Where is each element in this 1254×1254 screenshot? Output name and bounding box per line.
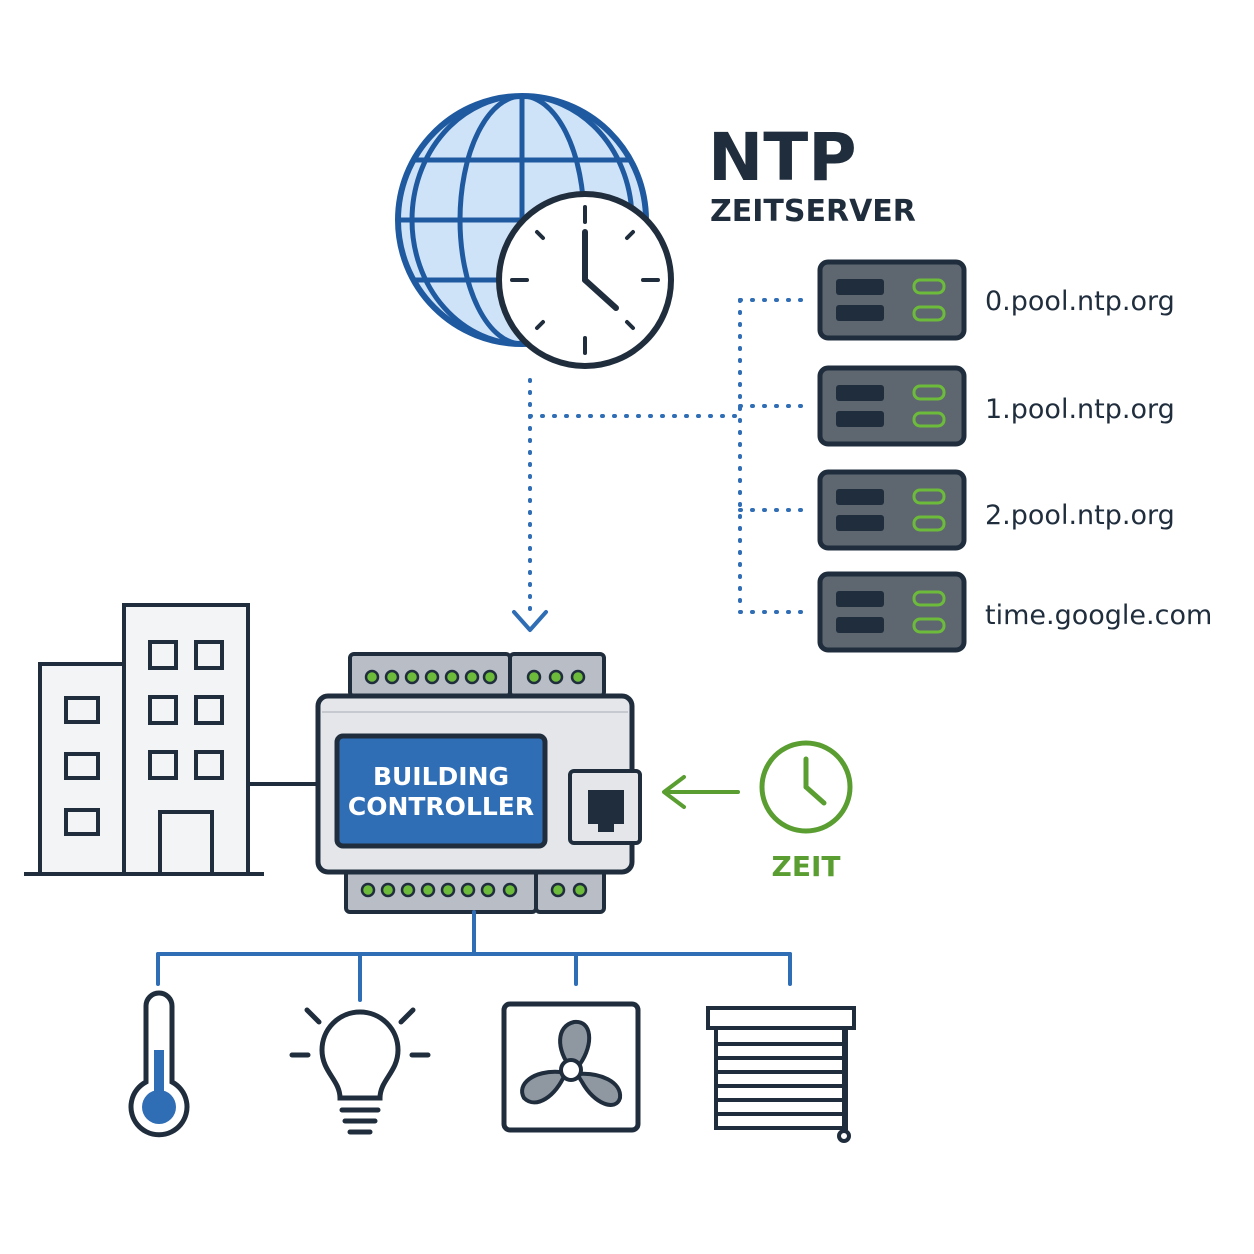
building-icon <box>24 603 264 876</box>
light-bulb-icon <box>289 1007 431 1135</box>
zeit-label: ZEIT <box>772 850 841 883</box>
controller-display <box>334 733 548 849</box>
roller-shutter-icon <box>706 1006 856 1143</box>
server-label: 2.pool.ntp.org <box>985 500 1175 531</box>
time-source: ZEIT <box>662 740 853 883</box>
server-3: time.google.com <box>817 571 1212 653</box>
server-0: 0.pool.ntp.org <box>817 259 1175 341</box>
controller-label-line1: BUILDING <box>373 762 509 791</box>
server-list: 0.pool.ntp.org 1.pool.ntp.org 2.pool.ntp… <box>817 259 1212 653</box>
server-icon <box>817 365 967 447</box>
server-icon <box>817 259 967 341</box>
ethernet-port-icon <box>568 769 642 845</box>
server-icon <box>817 469 967 551</box>
server-2: 2.pool.ntp.org <box>817 469 1175 551</box>
ntp-connection-lines <box>528 298 810 614</box>
title-ntp: NTP <box>708 119 857 196</box>
title-zeitserver: ZEITSERVER <box>710 194 916 229</box>
thermometer-icon <box>128 990 190 1138</box>
arrow-left-icon <box>662 775 686 809</box>
server-label: 1.pool.ntp.org <box>985 394 1175 425</box>
fan-icon <box>501 1001 641 1133</box>
server-1: 1.pool.ntp.org <box>817 365 1175 447</box>
building-controller: BUILDING CONTROLLER <box>315 652 642 914</box>
server-label: 0.pool.ntp.org <box>985 286 1175 317</box>
controller-label-line2: CONTROLLER <box>348 792 534 821</box>
clock-icon <box>496 191 674 369</box>
server-icon <box>817 571 967 653</box>
device-bus-lines <box>156 910 792 1002</box>
server-label: time.google.com <box>985 600 1212 631</box>
clock-icon <box>759 740 853 834</box>
arrow-down-icon <box>512 610 548 632</box>
